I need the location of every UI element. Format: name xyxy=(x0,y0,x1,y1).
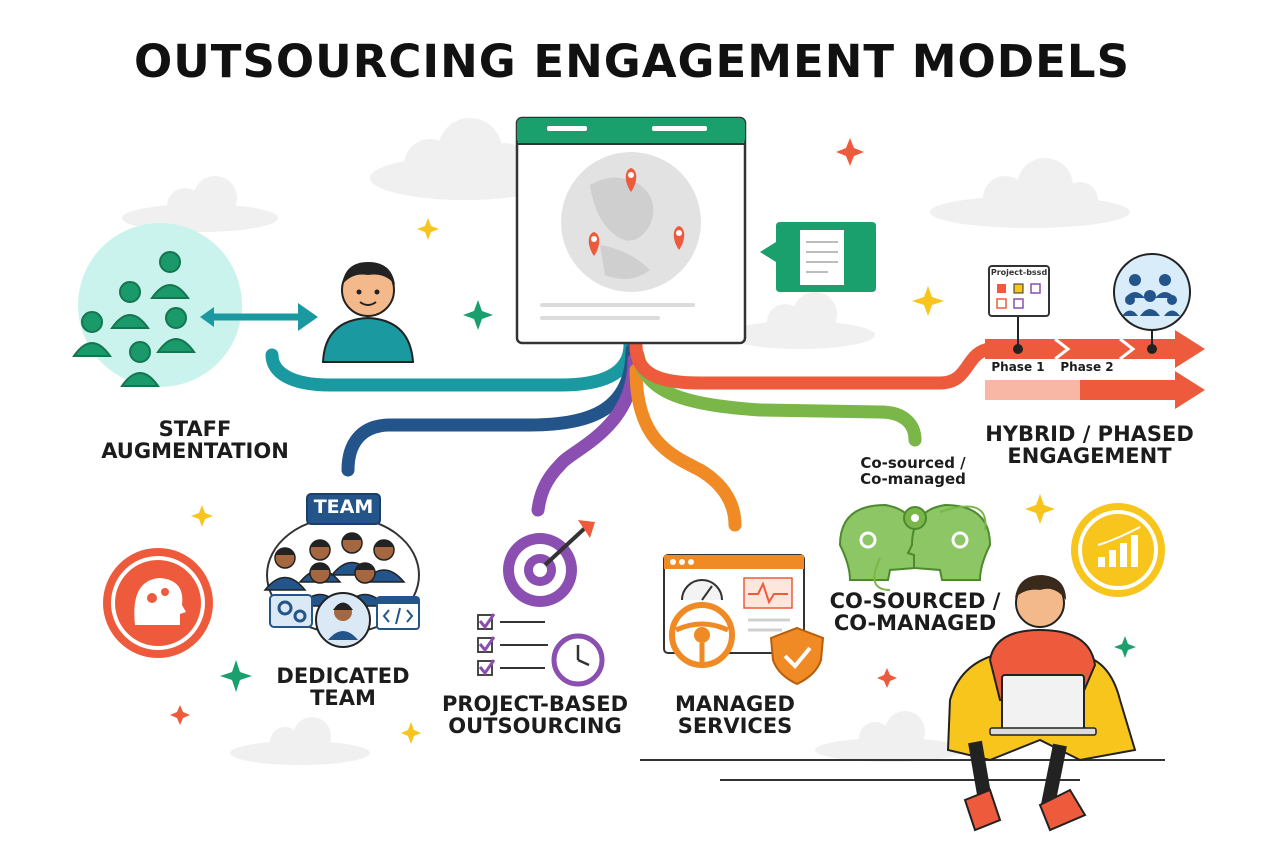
label-line: OUTSOURCING xyxy=(448,714,622,739)
caption-line: Co-sourced / xyxy=(860,454,966,472)
collaboration-heads-icon xyxy=(838,503,992,591)
branch-dedicated xyxy=(341,343,639,477)
steering-wheel-icon xyxy=(669,602,735,668)
phase-label-2: Phase 2 xyxy=(1060,360,1114,374)
hub-browser-window xyxy=(515,116,747,345)
branch-staff xyxy=(265,338,637,392)
team-avatar-group xyxy=(1113,253,1191,331)
model-label-staff: STAFF AUGMENTATION xyxy=(95,418,295,462)
cloud-decoration xyxy=(930,158,1130,228)
person-icon xyxy=(321,262,415,363)
label-line: CO-MANAGED xyxy=(833,611,997,636)
gauge-icon xyxy=(681,579,723,601)
cloud-decoration xyxy=(815,711,965,762)
phase-label-1: Phase 1 xyxy=(991,360,1045,374)
growth-chart-icon xyxy=(1071,503,1165,597)
label-line: CO-SOURCED / xyxy=(829,589,1001,613)
sparkle-decoration xyxy=(170,138,1136,744)
label-line: ENGAGEMENT xyxy=(1007,444,1172,469)
label-line: AUGMENTATION xyxy=(101,439,289,464)
cosourced-caption: Co-sourced / Co-managed xyxy=(838,454,988,488)
cloud-decoration xyxy=(370,118,560,200)
project-board-title: Project-bssd xyxy=(990,268,1048,277)
model-label-managed: MANAGED SERVICES xyxy=(655,693,815,737)
model-label-project: PROJECT-BASED OUTSOURCING xyxy=(435,693,635,737)
avatar xyxy=(315,592,371,648)
branch-project xyxy=(531,353,641,517)
branch-managed xyxy=(629,363,742,532)
team-badge: TEAM xyxy=(313,496,374,518)
model-label-dedicated: DEDICATED TEAM xyxy=(248,665,438,709)
branch-hybrid xyxy=(629,338,1187,390)
label-line: SERVICES xyxy=(677,714,793,739)
connector-lines xyxy=(265,338,1187,532)
label-line: PROJECT-BASED xyxy=(441,692,629,716)
project-board-icon xyxy=(988,265,1050,317)
phase-arrow xyxy=(985,330,1205,368)
code-window-icon xyxy=(376,596,420,630)
staff-group-icon xyxy=(72,223,242,387)
model-label-cosourced: CO-SOURCED / CO-MANAGED xyxy=(820,590,1010,634)
document-bubble-icon xyxy=(760,222,876,292)
cloud-decoration xyxy=(230,717,370,765)
gears-card-icon xyxy=(269,594,313,628)
label-line: TEAM xyxy=(310,686,376,711)
checklist-icon xyxy=(477,613,548,676)
brain-gear-icon xyxy=(103,548,213,658)
label-line: MANAGED xyxy=(675,692,795,716)
clock-icon xyxy=(551,633,605,687)
label-line: HYBRID / PHASED xyxy=(985,422,1194,446)
label-line: STAFF xyxy=(158,417,232,441)
target-icon xyxy=(503,520,595,607)
exchange-arrow xyxy=(200,303,318,331)
phase-arrow xyxy=(985,371,1205,409)
caption-line: Co-managed xyxy=(860,469,966,488)
branch-cosourced xyxy=(631,348,922,447)
cloud-decoration xyxy=(725,292,875,349)
label-line: DEDICATED xyxy=(276,664,410,688)
page-title: OUTSOURCING ENGAGEMENT MODELS xyxy=(134,35,1130,88)
team-badge-box xyxy=(306,493,381,525)
person-laptop-illustration xyxy=(640,575,1165,832)
cloud-decoration xyxy=(122,176,278,232)
model-label-hybrid: HYBRID / PHASED ENGAGEMENT xyxy=(982,423,1197,467)
shield-check-icon xyxy=(769,626,825,686)
